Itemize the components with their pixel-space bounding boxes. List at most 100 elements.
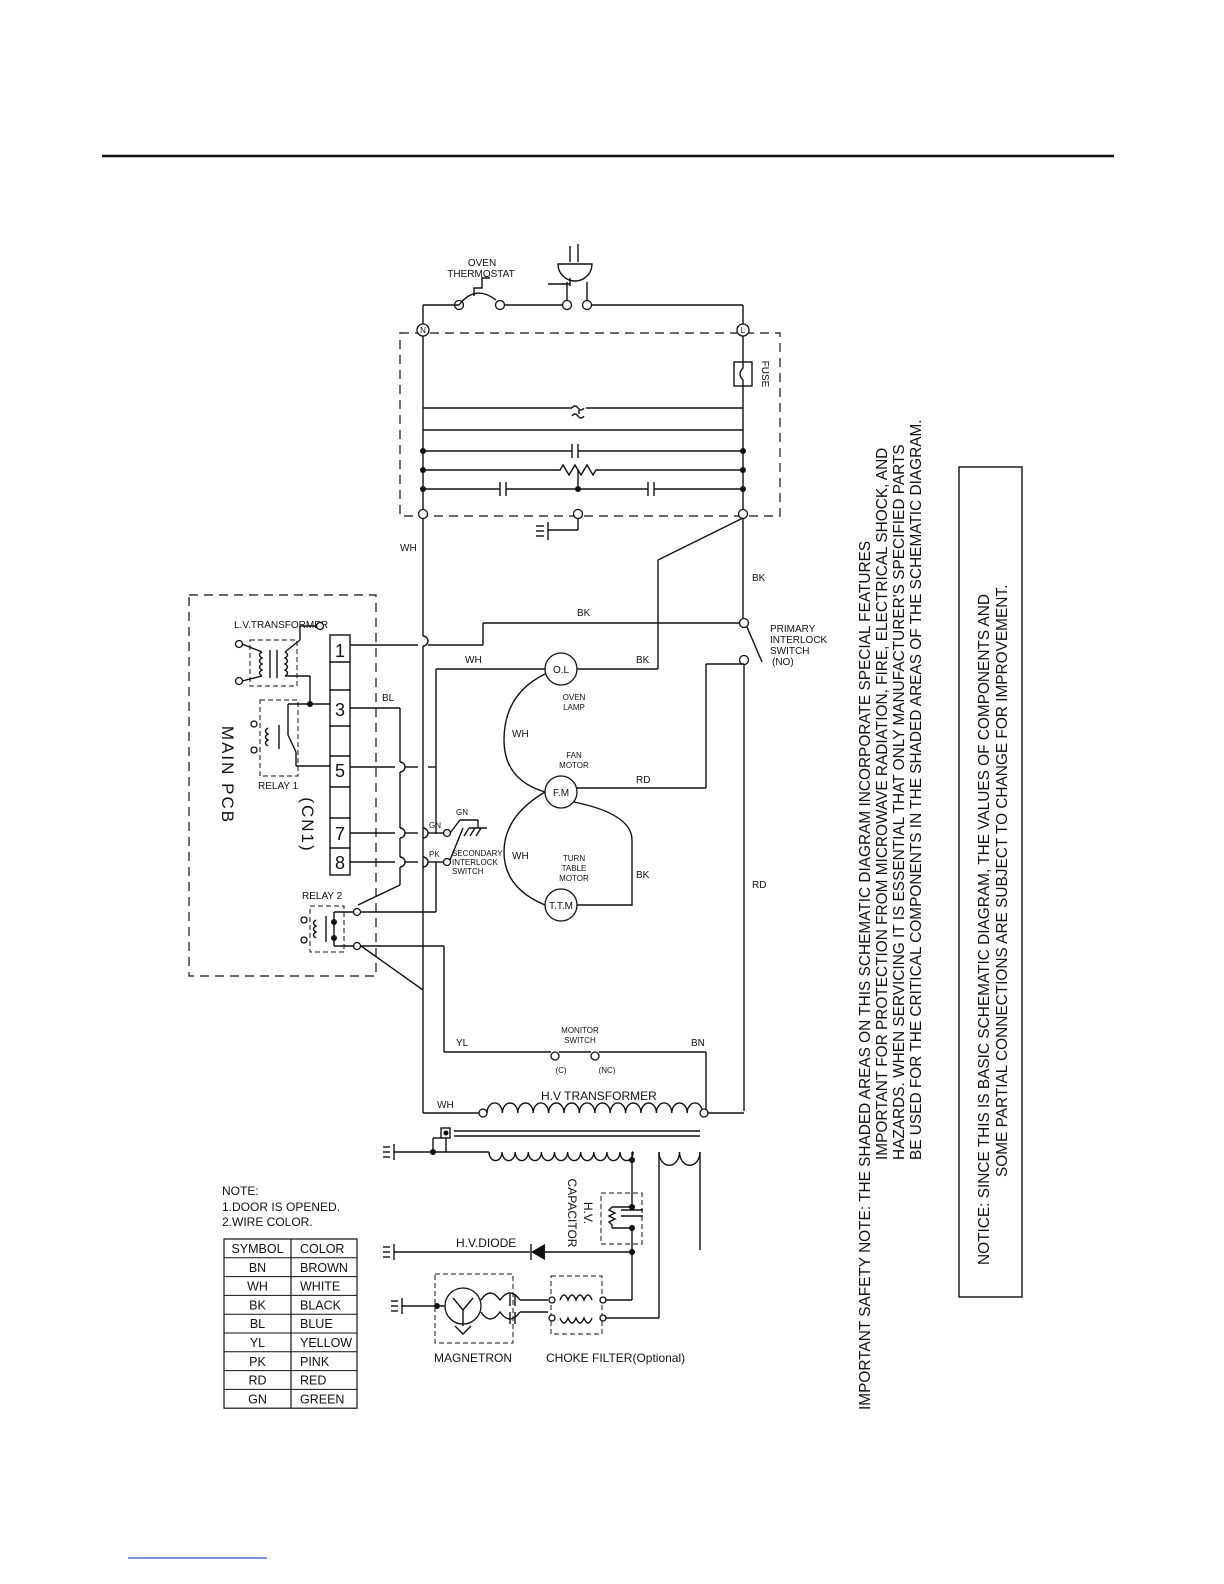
table-cell-color: BROWN [300,1261,348,1275]
oven-thermostat-label-1: OVEN [468,258,496,269]
choke-filter-label: CHOKE FILTER(Optional) [546,1351,685,1365]
table-cell-color: GREEN [300,1392,344,1406]
table-cell-symbol: GN [248,1392,267,1406]
table-cell-color: BLUE [300,1317,333,1331]
wire-label-wh-hvt: WH [437,1100,454,1111]
relay-2-label: RELAY 2 [302,891,343,902]
wire-label-gn-pin: GN [429,821,441,830]
ground-icon [536,522,549,540]
wire-label-bl: BL [382,693,395,704]
hv-diode: H.V.DIODE [383,1236,635,1294]
wire-label-rd-right: RD [752,880,766,891]
ttm-symbol: T.T.M [549,901,573,912]
cn1-pin-7: 7 [335,824,345,844]
monitor-switch-label-2: SWITCH [564,1036,596,1045]
relay-2: RELAY 2 [300,891,362,953]
main-pcb-label: MAIN PCB [218,726,237,824]
notice-line-2: SOME PARTIAL CONNECTIONS ARE SUBJECT TO … [994,585,1011,1177]
secondary-interlock-label-1: SECONDARY [452,849,503,858]
hv-capacitor-label-2: CAPACITOR [565,1179,579,1248]
wire-label-yl: YL [456,1038,469,1049]
ttm-label-1: TURN [563,854,585,863]
hv-transformer-filament [658,1151,701,1167]
monitor-switch-label-1: MONITOR [561,1026,599,1035]
table-cell-symbol: BK [249,1298,266,1312]
table-header-symbol: SYMBOL [231,1242,283,1256]
safety-note-line-1: IMPORTANT SAFETY NOTE: THE SHADED AREAS … [857,541,874,1410]
table-cell-symbol: BL [250,1317,265,1331]
fuse-label: FUSE [759,361,770,388]
magnetron-label: MAGNETRON [434,1351,512,1365]
oven-thermostat: OVEN THERMOSTAT [447,258,515,311]
table-cell-symbol: WH [247,1280,268,1294]
fan-motor: F.M FAN MOTOR [544,751,589,809]
oven-lamp-label-2: LAMP [563,703,585,712]
ttm-label-2: TABLE [562,864,587,873]
table-cell-color: BLACK [300,1298,342,1312]
note-line-2: 2.WIRE COLOR. [222,1215,313,1229]
table-cell-symbol: BN [249,1261,266,1275]
cn1-connector: 1 3 5 7 8 [329,634,351,876]
fan-motor-symbol: F.M [553,788,569,799]
table-cell-color: RED [300,1374,326,1388]
ground-icon-hv [383,1144,395,1160]
wire-label-wh-lamp: WH [465,655,482,666]
hv-transformer-secondary [488,1151,634,1162]
table-cell-symbol: PK [249,1355,266,1369]
table-header-color: COLOR [300,1242,344,1256]
primary-interlock-label-4: (NO) [772,657,794,668]
wire-label-wh-fan: WH [512,729,529,740]
ttm-label-3: MOTOR [559,874,589,883]
wire-label-bn: BN [691,1038,705,1049]
notice-box: NOTICE: SINCE THIS IS BASIC SCHEMATIC DI… [958,466,1023,1298]
primary-interlock-label-1: PRIMARY [770,624,816,635]
wire-label-wh-ttm: WH [512,851,529,862]
fuse: FUSE [733,361,770,388]
line-terminal-label: L [741,326,746,335]
safety-note-line-4: BE USED FOR THE CRITICAL COMPONENTS IN T… [908,419,925,1160]
hv-transformer-primary [486,1102,704,1114]
oven-lamp-label-1: OVEN [563,693,586,702]
secondary-interlock-label-3: SWITCH [452,867,484,876]
cn1-pin-1: 1 [335,641,345,661]
turn-table-motor: T.T.M TURN TABLE MOTOR [544,854,589,922]
fan-motor-label-1: FAN [566,751,582,760]
oven-thermostat-label-2: THERMOSTAT [447,269,514,280]
secondary-interlock-label-2: INTERLOCK [452,858,498,867]
wire-label-gn-sw: GN [456,808,468,817]
hv-transformer-label: H.V TRANSFORMER [541,1089,657,1103]
neutral-terminal-label: N [420,326,426,335]
wire-label-bk-lamp: BK [636,655,650,666]
wire-label-pk-pin: PK [429,850,440,859]
noise-filter-box [399,332,781,517]
wire-label-bk-line: BK [752,573,766,584]
notice-line-1: NOTICE: SINCE THIS IS BASIC SCHEMATIC DI… [976,594,993,1265]
wire-label-wh-neutral: WH [400,543,417,554]
wire-label-rd-fan: RD [636,775,650,786]
power-plug-icon [548,244,593,302]
magnetron: MAGNETRON [391,1273,548,1365]
safety-note: IMPORTANT SAFETY NOTE: THE SHADED AREAS … [857,419,925,1410]
oven-lamp-symbol: O.L [553,665,570,676]
cn1-pin-8: 8 [335,853,345,873]
choke-filter: CHOKE FILTER(Optional) [546,1275,685,1365]
primary-interlock-label-2: INTERLOCK [770,635,828,646]
relay-1: RELAY 1 [250,699,330,792]
relay-1-label: RELAY 1 [258,781,299,792]
lv-transformer-label: L.V.TRANSFORMER [234,620,328,631]
wire-label-bk-ttm: BK [636,870,650,881]
safety-note-line-2: IMPORTANT FOR PROTECTION FROM MICROWAVE … [874,448,891,1160]
safety-note-line-3: HAZARDS. WHEN SERVICING IT IS ESSENTIAL … [891,444,908,1160]
monitor-switch-c: (C) [555,1066,566,1075]
main-pcb-box [188,594,377,977]
hv-diode-label: H.V.DIODE [456,1236,516,1250]
monitor-switch-nc: (NC) [599,1066,616,1075]
cn1-pin-5: 5 [335,761,345,781]
primary-interlock-switch: PRIMARY INTERLOCK SWITCH (NO) [738,617,828,668]
lv-transformer: L.V.TRANSFORMER [234,620,328,704]
cn1-label: (CN1) [298,797,317,852]
secondary-interlock-switch: SECONDARY INTERLOCK SWITCH [442,819,503,876]
